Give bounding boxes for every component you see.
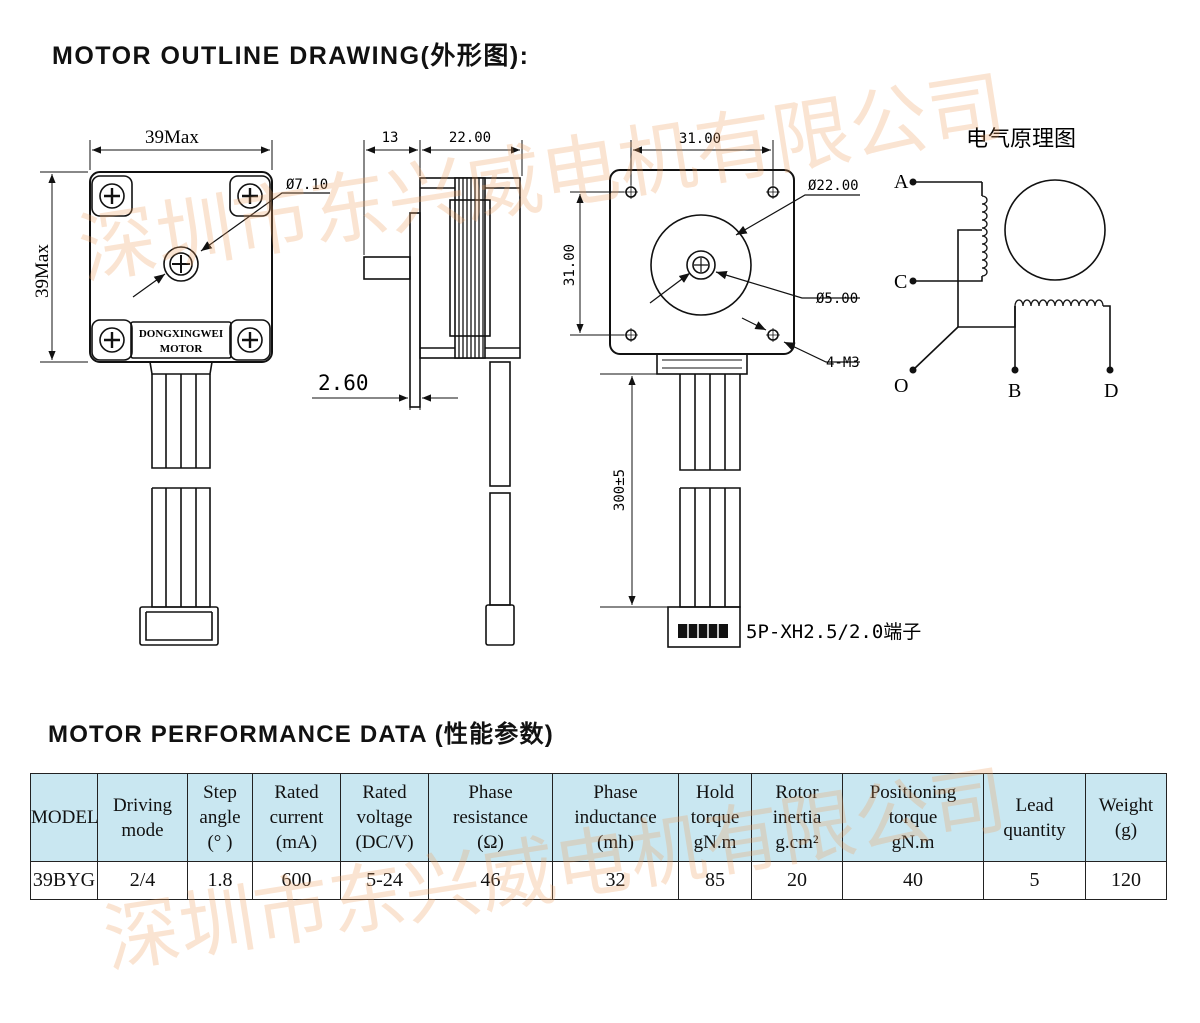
connector-label: 5P-XH2.5/2.0端子 (746, 621, 921, 643)
front-height-label: 39Max (32, 244, 53, 298)
screw-bl (91, 319, 133, 361)
col-weight: Weight(g) (1085, 773, 1167, 862)
flange-thickness-label: 2.60 (318, 371, 369, 395)
terminal-b: B (1008, 380, 1021, 402)
cell-driving-mode: 2/4 (97, 861, 188, 900)
terminal-d: D (1104, 380, 1118, 402)
schematic-title: 电气原理图 (966, 126, 1076, 151)
cell-rated-current: 600 (252, 861, 341, 900)
outline-heading: MOTOR OUTLINE DRAWING(外形图): (52, 42, 530, 70)
body-length-label: 22.00 (449, 130, 491, 146)
schematic (912, 179, 1111, 371)
brand-label-1: DONGXINGWEI (139, 328, 223, 340)
brand-label-2: MOTOR (160, 343, 204, 355)
shaft-length-label: 13 (382, 130, 399, 146)
terminal-o: O (894, 375, 908, 397)
screw-tr (229, 175, 271, 217)
terminal-c: C (894, 271, 907, 293)
table-row: 39BYG 2/4 1.8 600 5-24 46 32 85 20 40 5 … (30, 861, 1167, 900)
shaft-diameter-label: Ø7.10 (286, 177, 328, 193)
cell-step-angle: 1.8 (187, 861, 253, 900)
cell-lead-quantity: 5 (983, 861, 1086, 900)
cell-weight: 120 (1085, 861, 1167, 900)
cell-phase-resistance: 46 (428, 861, 553, 900)
side-view (312, 140, 523, 646)
motor-outline-drawing: 39Max 39Max Ø7.10 DONGXINGWEI MOTOR 13 2… (32, 126, 1118, 648)
cell-hold-torque: 85 (678, 861, 752, 900)
bore-diameter-label: Ø5.00 (816, 291, 858, 307)
front-width-label: 39Max (145, 127, 199, 148)
rear-view (570, 140, 860, 648)
performance-heading: MOTOR PERFORMANCE DATA (性能参数) (48, 721, 554, 748)
screw-br (229, 319, 271, 361)
hole-spacing-h-label: 31.00 (679, 131, 721, 147)
cell-model: 39BYG (30, 861, 98, 900)
cell-phase-inductance: 32 (552, 861, 679, 900)
cell-rated-voltage: 5-24 (340, 861, 429, 900)
front-view (40, 140, 330, 646)
cell-positioning-torque: 40 (842, 861, 984, 900)
schematic-terminals (909, 178, 1114, 374)
terminal-a: A (894, 171, 909, 193)
screw-tl (91, 175, 133, 217)
hole-spacing-v-label: 31.00 (562, 244, 578, 286)
col-model: MODEL (30, 773, 98, 862)
cell-rotor-inertia: 20 (751, 861, 843, 900)
mount-holes-label: 4-M3 (826, 355, 860, 371)
lead-length-label: 300±5 (612, 469, 628, 511)
pilot-diameter-label: Ø22.00 (808, 178, 859, 194)
